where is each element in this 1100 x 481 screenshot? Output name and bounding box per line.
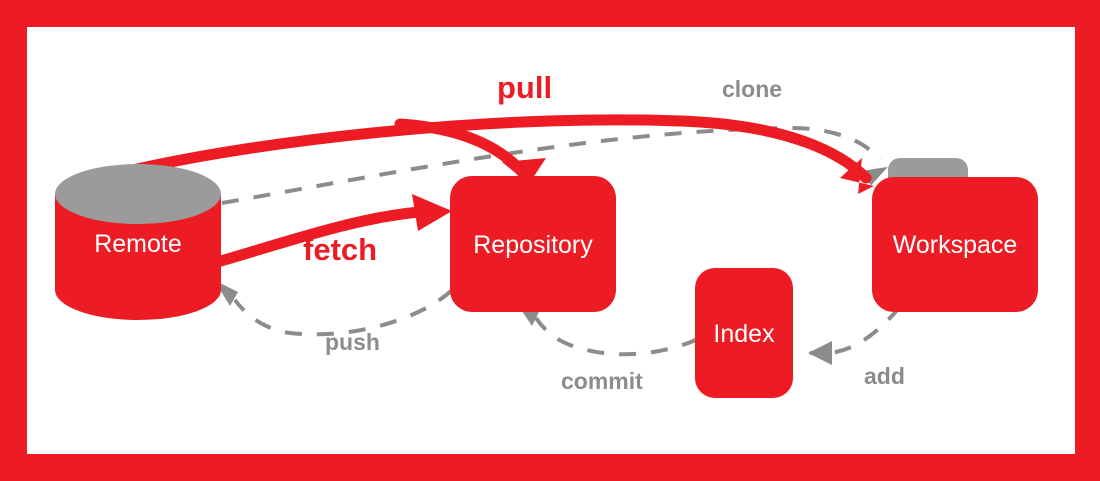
node-repository[interactable] [450,176,616,312]
commit-dashed-path [534,316,699,357]
edge-add [808,305,902,365]
edge-label-commit: commit [561,368,643,394]
workspace-folder-body [872,177,1038,312]
pull-arrowhead-repository [502,158,546,184]
repository-box [450,176,616,312]
remote-cylinder-top [55,164,221,224]
pull-arrowhead-workspace [840,158,874,194]
edge-label-fetch: fetch [303,232,378,267]
push-dashed-path [233,288,454,337]
remote-cylinder-body [55,194,221,320]
edge-push [214,280,454,337]
fetch-arrowhead [412,194,452,231]
node-remote[interactable] [55,164,221,320]
edge-label-clone: clone [722,76,783,102]
node-index[interactable] [695,268,793,398]
index-box [695,268,793,398]
node-workspace[interactable] [872,158,1038,312]
fetch-solid-path [190,206,426,274]
pull-dashed-path-main [106,114,872,184]
edge-label-add: add [864,363,905,389]
edge-label-pull: pull [497,70,553,105]
add-arrowhead [808,341,832,365]
edge-label-push: push [325,329,380,355]
edge-fetch [190,194,452,274]
edge-pull [106,114,874,194]
